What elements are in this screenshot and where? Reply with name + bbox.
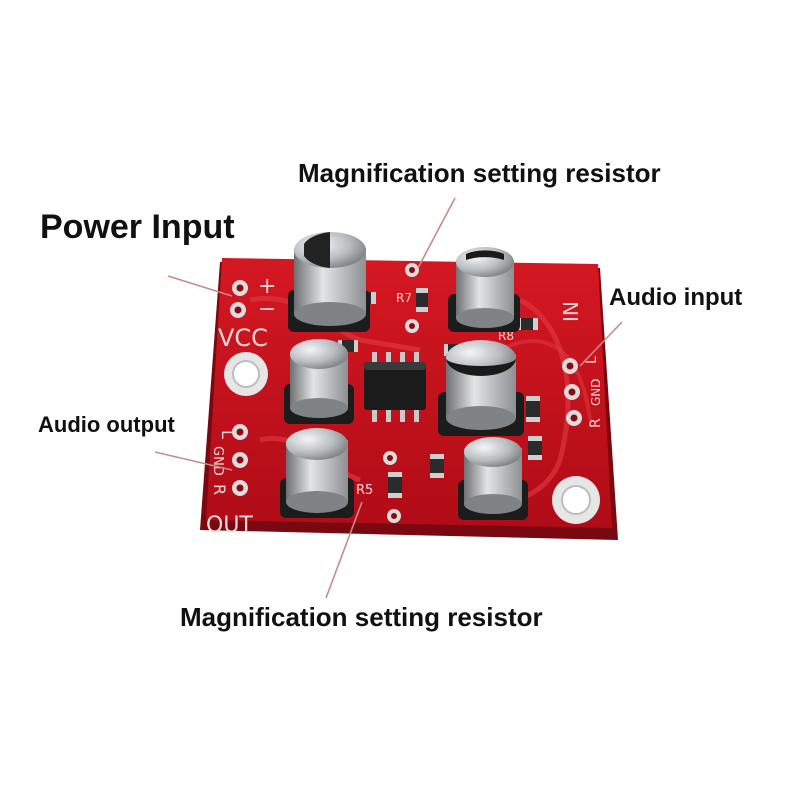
silk-out-r: R [210, 484, 229, 495]
resistor-r7 [416, 288, 428, 312]
magnification-resistor-label-top: Magnification setting resistor [298, 158, 661, 188]
leader-audio-in [579, 321, 623, 367]
input-pads [562, 358, 582, 426]
power-pads [230, 280, 248, 318]
capacitor-c6 [458, 437, 528, 520]
silk-in-l: L [584, 356, 600, 364]
silk-out-l: L [218, 430, 237, 439]
silk-vcc: VCC [218, 324, 268, 352]
silk-out-gnd: GND [210, 446, 225, 476]
silkscreen: + − VCC OUT L GND R IN L GND R R7 R8 R5 … [206, 274, 604, 538]
leader-audio-out [154, 451, 233, 471]
silk-minus: − [258, 297, 276, 322]
mounting-hole-left [224, 352, 268, 396]
leader-power [167, 275, 233, 297]
capacitor-c1 [288, 232, 370, 332]
silk-r5: R5 [356, 483, 373, 498]
resistor-r5 [388, 472, 402, 498]
capacitor-c2 [448, 247, 520, 332]
capacitor-c5 [280, 428, 354, 518]
capacitor-c4 [438, 340, 524, 436]
silk-in-gnd: GND [589, 378, 603, 406]
audio-input-label: Audio input [609, 284, 743, 311]
silk-r8: R8 [498, 329, 514, 343]
power-input-label: Power Input [40, 208, 235, 246]
silk-in: IN [559, 301, 583, 322]
output-pads [232, 424, 248, 496]
callout-lines [154, 197, 623, 599]
audio-output-label: Audio output [38, 412, 175, 437]
silk-plus: + [258, 274, 276, 299]
mounting-hole-right [552, 476, 600, 524]
silk-in-r: R [588, 418, 604, 428]
silk-r7: R7 [396, 291, 412, 305]
leader-top-resistor [417, 197, 456, 269]
capacitor-c3 [284, 339, 354, 424]
magnification-resistor-label-bottom: Magnification setting resistor [180, 602, 543, 632]
silk-out: OUT [206, 513, 253, 538]
leader-bottom-resistor [325, 501, 363, 599]
ic-chip [364, 352, 426, 422]
